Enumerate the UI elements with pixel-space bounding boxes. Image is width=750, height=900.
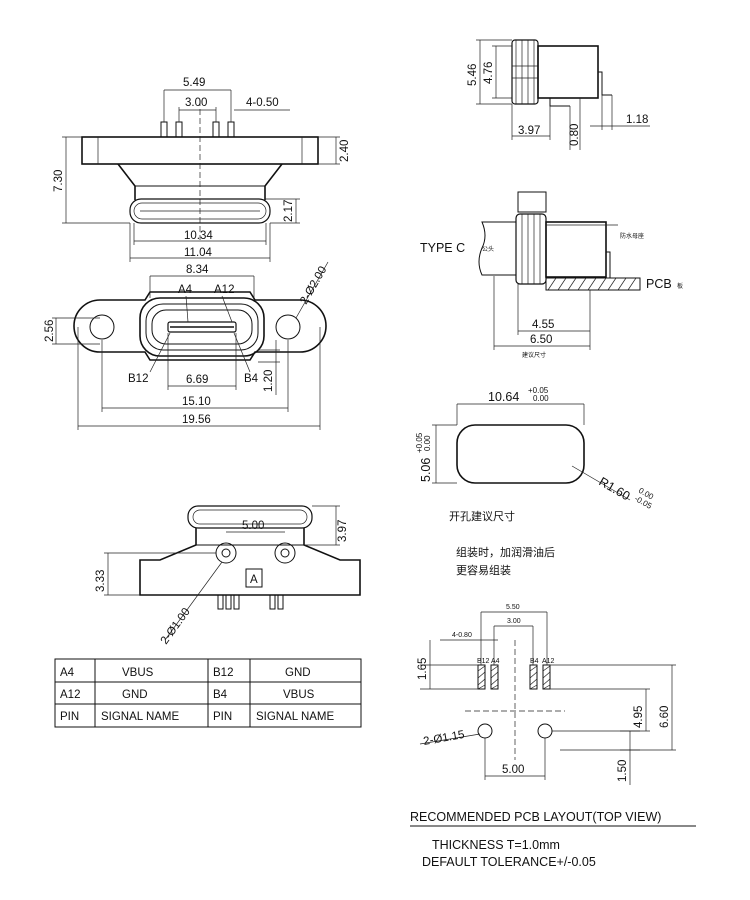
dim-inner-w: 8.34 xyxy=(186,264,209,276)
dim-h-tol-dn: 0.00 xyxy=(423,435,432,451)
pad-label-a12: A12 xyxy=(542,658,555,665)
label-pcb-cn: 板 xyxy=(677,282,683,290)
dim-660: 6.60 xyxy=(659,706,671,728)
pcb-hole-left xyxy=(477,723,493,739)
dim-h-body: 4.76 xyxy=(483,62,495,84)
note-line1: 组装时，加润滑油后 xyxy=(456,545,555,559)
dim-h-total: 5.46 xyxy=(467,64,479,86)
dim-tongue-w: 6.69 xyxy=(186,374,208,386)
pin-table: A4 VBUS B12 GND A12 GND B4 VBUS PIN SIGN… xyxy=(54,658,362,728)
table-cell: VBUS xyxy=(122,667,154,679)
dim-len: 3.97 xyxy=(518,125,540,137)
pad-b4 xyxy=(529,664,538,690)
dim-body-h: 2.17 xyxy=(283,200,295,222)
table-cell: PIN xyxy=(213,711,232,723)
assembly-view: TYPE C 公头 防水母座 PCB 板 4.55 6.50 建议尺寸 xyxy=(420,191,683,359)
label-male: 公头 xyxy=(482,245,494,253)
cutout-view: 10.64 +0.05 0.00 5.06 +0.05 0.00 R1.60 0… xyxy=(415,386,655,577)
label-pcb: PCB xyxy=(646,277,672,291)
label-seal: 防水母座 xyxy=(620,232,644,240)
thickness-note: THICKNESS T=1.0mm xyxy=(432,838,560,852)
label-type-c: TYPE C xyxy=(420,241,465,255)
side-view: 5.46 4.76 3.97 0.80 1.18 xyxy=(467,39,650,150)
dim-flange-h: 2.40 xyxy=(339,140,351,162)
pcb-title: RECOMMENDED PCB LAYOUT(TOP VIEW) xyxy=(410,810,661,824)
note-line2: 更容易组装 xyxy=(456,563,511,577)
table-cell: A4 xyxy=(60,667,75,679)
dim-r: R1.60 xyxy=(597,474,633,503)
dim-pitch: 5.00 xyxy=(242,520,264,532)
table-cell: SIGNAL NAME xyxy=(256,711,335,723)
dim-hole-pitch: 15.10 xyxy=(182,396,211,408)
label-b12: B12 xyxy=(128,373,148,385)
dim-pin-inner: 3.00 xyxy=(185,97,207,109)
pad-a12 xyxy=(542,664,551,690)
dim-inner: 3.00 xyxy=(507,618,521,625)
pad-label-a4: A4 xyxy=(491,658,500,665)
dim-h: 3.97 xyxy=(337,520,349,542)
label-a4: A4 xyxy=(178,284,193,296)
dim-height: 7.30 xyxy=(53,170,65,192)
dim-hole-offset: 2.56 xyxy=(44,320,56,342)
label-a: A xyxy=(250,574,258,586)
dim-total-w: 19.56 xyxy=(182,414,211,426)
dim-w-tol-dn: 0.00 xyxy=(533,394,549,403)
dim-500: 5.00 xyxy=(502,764,524,776)
table-cell: GND xyxy=(122,689,148,701)
front-view: 8.34 A4 A12 B12 B4 6.69 2-Ø2.00 2.56 1.2… xyxy=(44,261,329,430)
pad-label-b12: B12 xyxy=(477,658,490,665)
dim-pad-h: 1.65 xyxy=(417,658,429,680)
dim-holes-b: 2-Ø1.00 xyxy=(159,606,193,647)
dim-b: 6.50 xyxy=(530,334,552,346)
dim-w: 10.64 xyxy=(488,390,519,404)
dim-holes: 2-Ø2.00 xyxy=(298,265,329,307)
table-cell: PIN xyxy=(60,711,79,723)
dim-body-w: 10.34 xyxy=(184,230,213,242)
top-view: 5.49 3.00 4-0.50 7.30 2.40 2.17 10.34 11… xyxy=(53,77,351,262)
label-b4: B4 xyxy=(244,373,259,385)
label-suggest: 建议尺寸 xyxy=(522,351,546,359)
table-cell: A12 xyxy=(60,689,80,701)
pad-b12 xyxy=(477,664,486,690)
bottom-view: A 5.00 3.97 3.33 2-Ø1.00 xyxy=(95,505,361,647)
dim-pin-span: 5.49 xyxy=(183,77,205,89)
table-cell: B12 xyxy=(213,667,233,679)
pcb-hole-right xyxy=(537,723,553,739)
tolerance-note: DEFAULT TOLERANCE+/-0.05 xyxy=(422,855,596,869)
dim-495: 4.95 xyxy=(633,706,645,728)
mount-hole-right xyxy=(275,314,301,340)
dim-pin-pitch: 4-0.50 xyxy=(246,97,279,109)
pcb-layout: B12 A4 B4 A12 5.50 3.00 4-0.80 1.65 2-Ø1… xyxy=(410,604,696,869)
table-cell: SIGNAL NAME xyxy=(101,711,180,723)
dim-shell-w: 11.04 xyxy=(184,247,213,259)
cutout-title: 开孔建议尺寸 xyxy=(449,509,515,523)
dim-leg: 1.18 xyxy=(626,114,648,126)
dim-pitch-pcb: 4-0.80 xyxy=(452,632,472,639)
dim-h: 5.06 xyxy=(419,458,433,482)
label-a12: A12 xyxy=(214,284,234,296)
table-cell: B4 xyxy=(213,689,228,701)
dim-gap: 1.20 xyxy=(263,370,275,392)
table-cell: VBUS xyxy=(283,689,315,701)
dim-h-tol-up: +0.05 xyxy=(415,432,424,453)
dim-w-tol-up: +0.05 xyxy=(528,386,549,395)
dim-span: 5.50 xyxy=(506,604,520,611)
dim-150: 1.50 xyxy=(617,760,629,782)
dim-tail: 0.80 xyxy=(569,124,581,146)
dim-holes-pcb: 2-Ø1.15 xyxy=(422,729,465,748)
table-cell: GND xyxy=(285,667,311,679)
dim-a: 4.55 xyxy=(532,319,554,331)
dim-left: 3.33 xyxy=(95,570,107,592)
pad-label-b4: B4 xyxy=(530,658,539,665)
pad-a4 xyxy=(490,664,499,690)
mount-hole-left xyxy=(89,314,115,340)
